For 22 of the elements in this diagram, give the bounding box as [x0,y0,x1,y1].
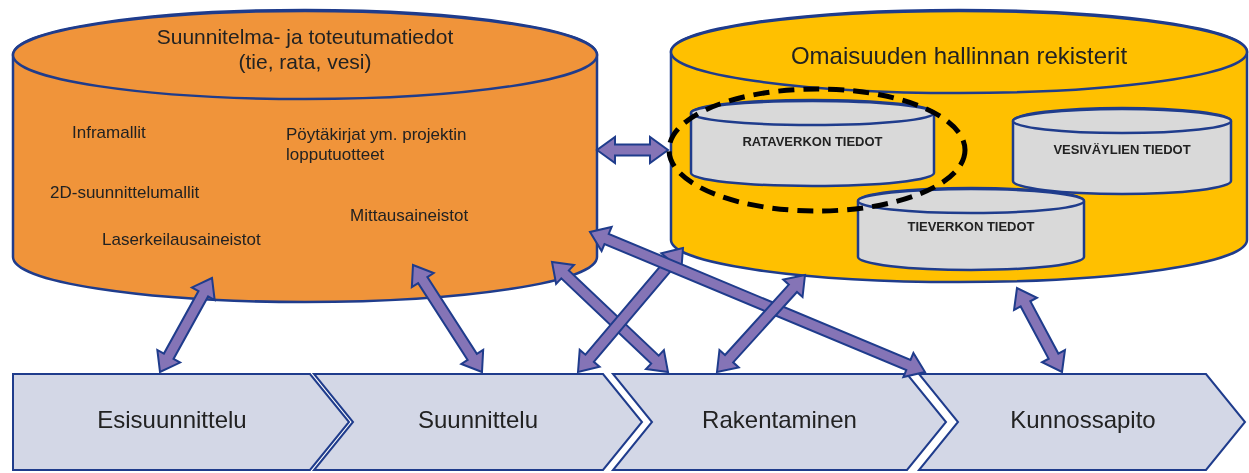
step-label: Rakentaminen [701,406,858,435]
item-text: Mittausaineistot [350,206,470,227]
item-text: 2D-suunnittelumallit [50,183,201,204]
database-label: TIEVERKON TIEDOT [906,219,1036,235]
step-label: Suunnittelu [416,406,540,435]
double-arrow [410,263,485,374]
item-text: Inframallit [72,123,147,144]
database-label: RATAVERKON TIEDOT [741,134,884,150]
step-label: Kunnossapito [1009,406,1157,435]
item-text: Pöytäkirjat ym. projektin lopputuotteet [286,125,468,166]
database-title: Suunnitelma- ja toteutumatiedot (tie, rata, vesi) [155,24,455,75]
double-arrow [156,276,216,374]
double-arrow [715,273,807,374]
double-arrow [550,260,670,374]
item-text: Laserkeilausaineistot [102,230,262,251]
database-title: Omaisuuden hallinnan rekisterit [789,42,1129,71]
double-arrow [576,246,685,374]
double-arrow [595,135,670,165]
step-label: Esisuunnittelu [96,406,248,435]
database-label: VESIVÄYLIEN TIEDOT [1052,142,1192,158]
double-arrow [1012,286,1067,374]
double-arrow [588,225,927,379]
